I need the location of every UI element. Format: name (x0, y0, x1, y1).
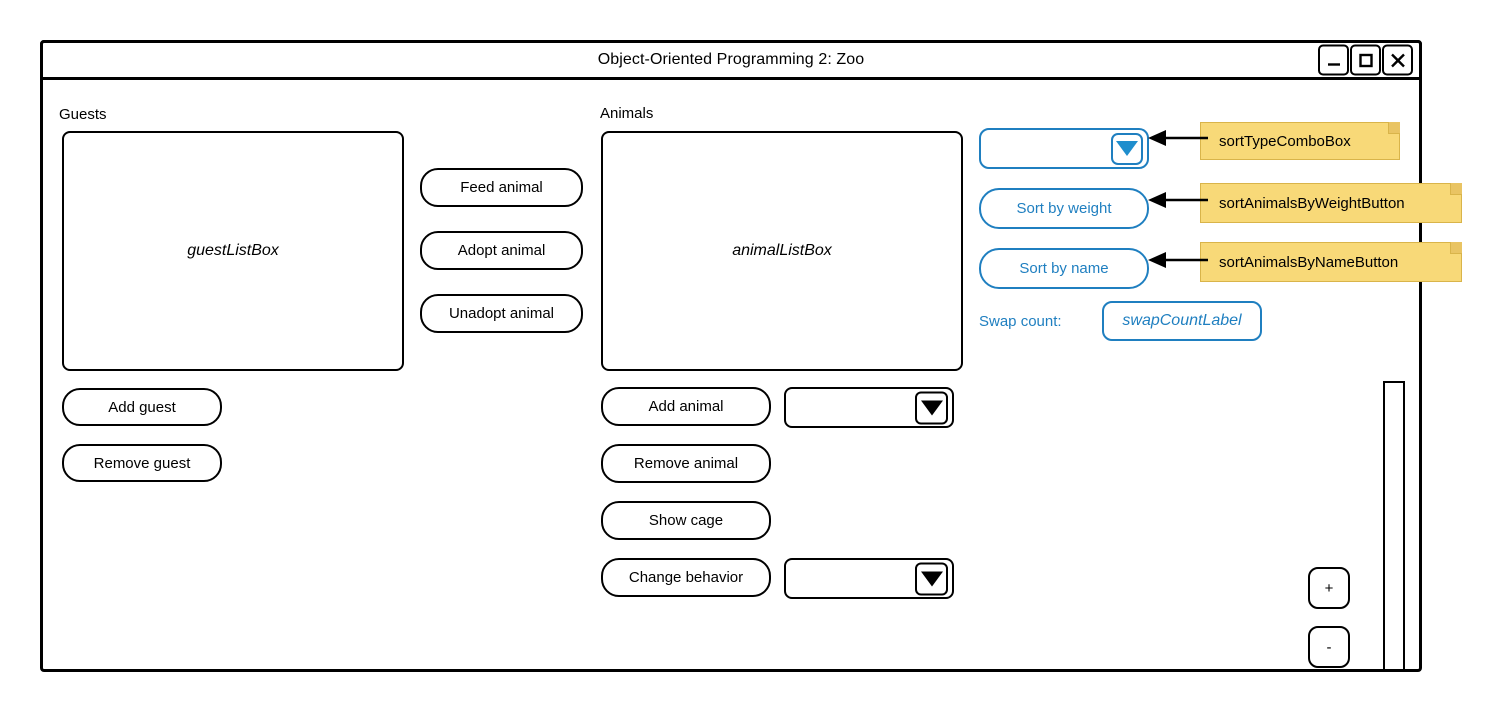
minimize-icon (1325, 51, 1343, 69)
window-title: Object-Oriented Programming 2: Zoo (597, 51, 865, 68)
chevron-down-icon[interactable] (915, 391, 948, 424)
maximize-icon (1357, 51, 1375, 69)
application-window: Object-Oriented Programming 2: Zoo (40, 40, 1422, 672)
maximize-button[interactable] (1350, 44, 1381, 76)
callout-text: sortAnimalsByWeightButton (1219, 194, 1405, 212)
animal-list-box[interactable]: animalListBox (601, 131, 963, 371)
vertical-slider-track[interactable] (1383, 381, 1405, 671)
callout-text: sortTypeComboBox (1219, 132, 1351, 150)
guest-list-box[interactable]: guestListBox (62, 131, 404, 371)
add-animal-button[interactable]: Add animal (601, 387, 771, 426)
zoom-out-button[interactable]: - (1308, 626, 1350, 668)
callout-sort-type-combo-box: sortTypeComboBox (1200, 122, 1400, 160)
animal-list-box-placeholder: animalListBox (732, 242, 832, 259)
change-behavior-combo[interactable] (784, 558, 954, 599)
sort-animals-by-weight-button[interactable]: Sort by weight (979, 188, 1149, 229)
swap-count-label: Swap count: (979, 313, 1062, 330)
show-cage-button[interactable]: Show cage (601, 501, 771, 540)
close-icon (1389, 51, 1407, 69)
unadopt-animal-button[interactable]: Unadopt animal (420, 294, 583, 333)
close-button[interactable] (1382, 44, 1413, 76)
minimize-button[interactable] (1318, 44, 1349, 76)
arrow-to-sort-animals-by-name-button (1148, 252, 1208, 268)
chevron-down-icon[interactable] (915, 562, 948, 595)
arrow-to-sort-type-combo-box (1148, 130, 1208, 146)
window-controls (1317, 44, 1413, 76)
add-guest-button[interactable]: Add guest (62, 388, 222, 426)
remove-animal-button[interactable]: Remove animal (601, 444, 771, 483)
window-titlebar: Object-Oriented Programming 2: Zoo (40, 40, 1422, 80)
zoom-in-button[interactable]: + (1308, 567, 1350, 609)
arrow-to-sort-animals-by-weight-button (1148, 192, 1208, 208)
callout-text: sortAnimalsByNameButton (1219, 253, 1399, 271)
sort-type-combo-box[interactable] (979, 128, 1149, 169)
adopt-animal-button[interactable]: Adopt animal (420, 231, 583, 270)
guest-list-box-placeholder: guestListBox (187, 242, 279, 259)
change-behavior-button[interactable]: Change behavior (601, 558, 771, 597)
callout-sort-animals-by-weight-button: sortAnimalsByWeightButton (1200, 183, 1462, 223)
folded-corner-icon (1450, 242, 1462, 254)
folded-corner-icon (1388, 122, 1400, 134)
swap-count-value-field: swapCountLabel (1102, 301, 1262, 341)
swap-count-value: swapCountLabel (1122, 312, 1242, 329)
feed-animal-button[interactable]: Feed animal (420, 168, 583, 207)
sort-animals-by-name-button[interactable]: Sort by name (979, 248, 1149, 289)
folded-corner-icon (1450, 183, 1462, 195)
guests-label: Guests (59, 106, 107, 123)
chevron-down-icon[interactable] (1111, 132, 1143, 165)
animals-label: Animals (600, 105, 654, 122)
callout-sort-animals-by-name-button: sortAnimalsByNameButton (1200, 242, 1462, 282)
add-animal-combo[interactable] (784, 387, 954, 428)
remove-guest-button[interactable]: Remove guest (62, 444, 222, 482)
